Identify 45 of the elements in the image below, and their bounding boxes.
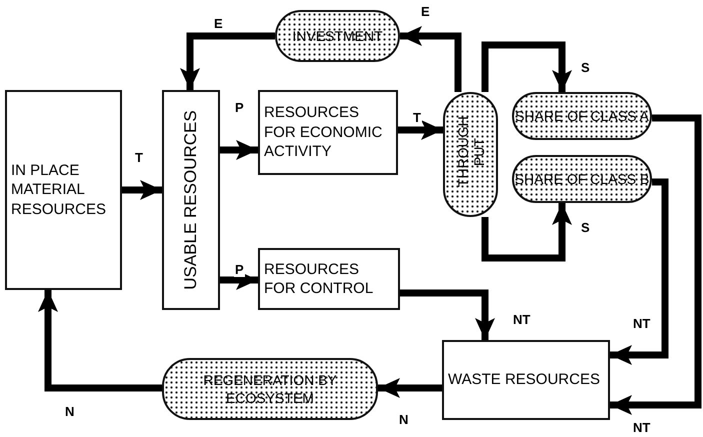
process-box bbox=[162, 90, 220, 310]
arrow bbox=[400, 290, 495, 340]
edge-label: NT bbox=[512, 312, 532, 327]
node-label: REGENERATION BY ECOSYSTEM bbox=[202, 370, 338, 408]
arrow bbox=[378, 378, 442, 398]
arrow bbox=[610, 178, 668, 365]
edge-label: N bbox=[398, 412, 410, 427]
node-label: INVESTMENT bbox=[292, 26, 383, 46]
edge-label: E bbox=[420, 4, 431, 19]
node-label: THROUGH PUT bbox=[454, 116, 487, 187]
arrow bbox=[398, 120, 443, 140]
rounded-process-box bbox=[512, 155, 652, 203]
node-label: RESOURCES FOR ECONOMIC ACTIVITY bbox=[264, 103, 384, 162]
edge-label: NT bbox=[632, 420, 652, 435]
node-label: USABLE RESOURCES bbox=[180, 109, 201, 292]
edge-label: S bbox=[580, 60, 591, 75]
arrow bbox=[400, 26, 462, 92]
arrow bbox=[482, 42, 572, 92]
node-label: WASTE RESOURCES bbox=[448, 370, 600, 390]
rounded-process-box bbox=[162, 358, 378, 420]
rounded-process-box bbox=[512, 92, 652, 140]
process-box bbox=[258, 90, 398, 175]
arrow bbox=[482, 203, 572, 262]
arrow bbox=[38, 290, 162, 392]
node-label: SHARE OF CLASS A bbox=[515, 106, 649, 126]
process-box bbox=[5, 90, 122, 290]
process-box bbox=[442, 340, 610, 420]
edge-label: NT bbox=[632, 316, 652, 331]
arrow bbox=[122, 180, 162, 200]
edge-label: P bbox=[234, 100, 245, 115]
edge-label: N bbox=[64, 404, 76, 419]
process-box bbox=[258, 248, 400, 310]
arrow bbox=[220, 140, 258, 160]
node-label: IN PLACE MATERIAL RESOURCES bbox=[11, 160, 108, 220]
edge-label: T bbox=[134, 150, 144, 165]
node-label: RESOURCES FOR CONTROL bbox=[264, 260, 374, 298]
rounded-process-box bbox=[443, 92, 498, 217]
edge-label: P bbox=[234, 262, 245, 277]
rounded-process-box bbox=[275, 10, 400, 62]
edge-label: E bbox=[213, 16, 224, 31]
arrow bbox=[610, 114, 702, 415]
edge-label: S bbox=[580, 220, 591, 235]
edge-label: T bbox=[412, 110, 422, 125]
node-label: SHARE OF CLASS B bbox=[514, 170, 650, 188]
arrow bbox=[180, 32, 275, 90]
